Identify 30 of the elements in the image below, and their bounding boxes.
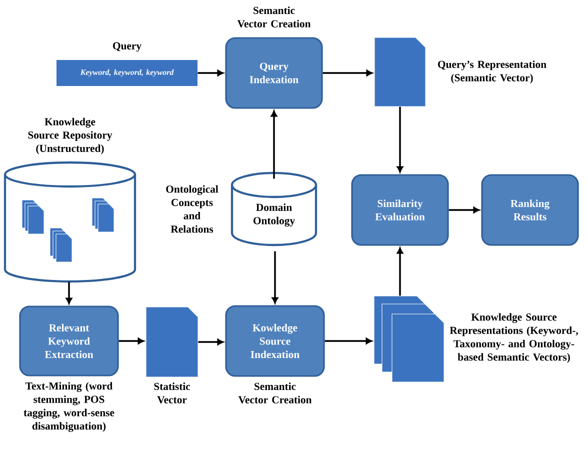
process-box: Similarity Evaluation — [351, 174, 449, 246]
arrow — [66, 282, 72, 304]
arrow — [272, 251, 278, 304]
arrow — [270, 110, 278, 179]
node-label: Query — [113, 42, 142, 52]
node-label: Semantic Vector Creation — [237, 6, 311, 28]
node-label: Knowledge Source Representations (Keyword-, Taxonomy- and Ontology-based Semantic Vectors) — [450, 313, 578, 363]
query-bar: Keyword, keyword, keyword — [56, 60, 198, 86]
process-box: Query Indexation — [225, 37, 323, 109]
process-box: Kowledge Source Indexation — [225, 305, 325, 377]
arrow — [198, 338, 224, 346]
arrow — [198, 70, 224, 76]
database-cylinder: Domain Ontology — [230, 172, 318, 246]
node-label: Text-Mining (word stemming, POS tagging, word-sense disambiguation) — [24, 382, 114, 432]
arrow — [448, 206, 480, 214]
arrow — [324, 338, 372, 344]
node-label: Ontological Concepts and Relations — [166, 185, 218, 233]
node-label: Semantic Vector Creation — [238, 382, 312, 404]
node-label: Statistic Vector — [154, 382, 190, 404]
arrow — [118, 338, 144, 344]
arrow — [396, 106, 404, 172]
document-stack — [374, 296, 444, 382]
process-box: Relevant Keyword Extraction — [19, 306, 119, 376]
document-icon — [146, 306, 198, 378]
arrow — [396, 248, 404, 296]
arrow — [322, 70, 372, 76]
document-icon — [374, 37, 426, 107]
process-box: Ranking Results — [481, 174, 579, 246]
node-label: Query’s Representation (Semantic Vector) — [438, 60, 546, 84]
node-label: Knowledge Source Repository (Unstructured) — [28, 118, 112, 154]
